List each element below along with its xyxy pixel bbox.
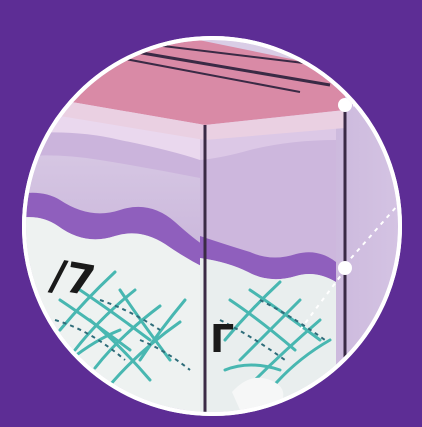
left-glyph: /7 — [46, 250, 98, 306]
leader-dot-mid — [338, 261, 352, 275]
right-glyph: Г — [210, 317, 234, 361]
